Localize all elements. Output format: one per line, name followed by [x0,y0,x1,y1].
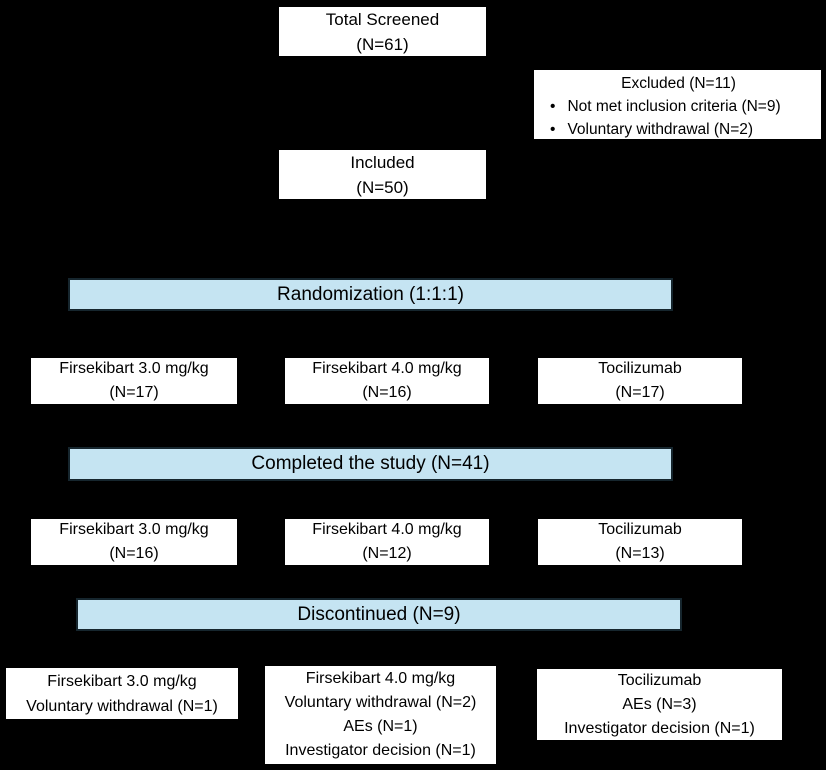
included-box: Included (N=50) [277,148,488,201]
discontinued-bar: Discontinued (N=9) [76,598,682,631]
randomized-arm-firsekibart-4: Firsekibart 4.0 mg/kg (N=16) [283,356,491,406]
arm-count: (N=17) [109,384,159,401]
completed-bar-label: Completed the study (N=41) [251,453,490,474]
arm-label: Firsekibart 4.0 mg/kg [312,521,462,538]
randomization-bar: Randomization (1:1:1) [68,278,673,311]
excluded-bullet-2-text: Voluntary withdrawal (N=2) [567,121,754,138]
arm-reason: Voluntary withdrawal (N=2) [284,694,477,711]
arm-count: (N=13) [615,545,665,562]
arm-reason: AEs (N=3) [622,695,697,713]
total-screened-label: Total Screened [325,9,440,29]
arm-label: Firsekibart 3.0 mg/kg [47,672,197,690]
included-count: (N=50) [356,177,409,197]
arm-count: (N=12) [362,545,412,562]
arm-label: Firsekibart 4.0 mg/kg [312,360,462,377]
arm-reason: AEs (N=1) [343,718,418,735]
completed-arm-tocilizumab: Tocilizumab (N=13) [536,517,744,567]
excluded-bullet-1-text: Not met inclusion criteria (N=9) [567,98,781,115]
arm-label: Tocilizumab [598,360,682,377]
arm-count: (N=16) [109,545,159,562]
randomization-bar-label: Randomization (1:1:1) [277,283,464,305]
excluded-bullet-2: Voluntary withdrawal (N=2) [542,118,815,141]
completed-arm-firsekibart-3: Firsekibart 3.0 mg/kg (N=16) [29,517,239,567]
discontinued-arm-tocilizumab: Tocilizumab AEs (N=3) Investigator decis… [535,667,784,742]
discontinued-arm-firsekibart-3: Firsekibart 3.0 mg/kg Voluntary withdraw… [4,666,240,721]
total-screened-count: (N=61) [356,34,409,54]
arm-label: Firsekibart 3.0 mg/kg [59,360,209,377]
discontinued-bar-label: Discontinued (N=9) [297,603,461,625]
arm-label: Tocilizumab [598,521,682,538]
randomized-arm-tocilizumab: Tocilizumab (N=17) [536,356,744,406]
completed-arm-firsekibart-4: Firsekibart 4.0 mg/kg (N=12) [283,517,491,567]
arm-count: (N=17) [615,384,665,401]
arm-label: Firsekibart 4.0 mg/kg [305,670,456,687]
excluded-title: Excluded (N=11) [621,75,736,92]
arm-reason: Investigator decision (N=1) [564,719,755,737]
arm-label: Firsekibart 3.0 mg/kg [59,521,209,538]
discontinued-arm-firsekibart-4: Firsekibart 4.0 mg/kg Voluntary withdraw… [263,664,498,766]
arm-reason: Voluntary withdrawal (N=1) [26,697,218,715]
included-label: Included [350,152,415,172]
arm-count: (N=16) [362,384,412,401]
total-screened-box: Total Screened (N=61) [277,5,488,58]
arm-reason: Investigator decision (N=1) [285,742,476,759]
arm-label: Tocilizumab [617,671,702,689]
excluded-box: Excluded (N=11) Not met inclusion criter… [532,68,823,141]
completed-bar: Completed the study (N=41) [68,447,673,481]
randomized-arm-firsekibart-3: Firsekibart 3.0 mg/kg (N=17) [29,356,239,406]
excluded-bullet-1: Not met inclusion criteria (N=9) [542,95,815,118]
